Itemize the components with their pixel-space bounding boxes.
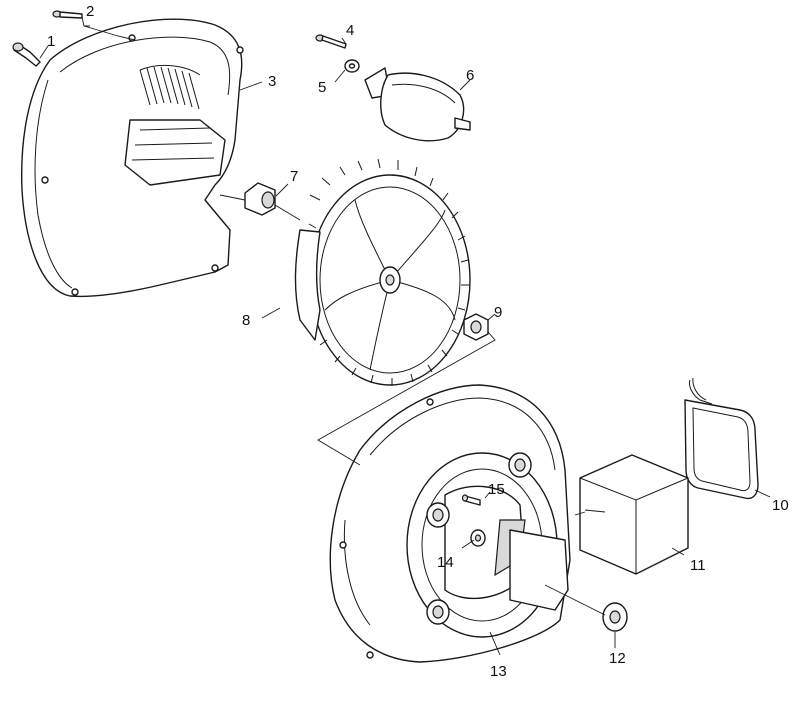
part-13-back-housing [329, 384, 571, 663]
callout-13: 13 [490, 663, 507, 680]
callout-7: 7 [290, 168, 298, 185]
part-7-nut [244, 182, 276, 216]
callout-1: 1 [47, 33, 55, 50]
callout-labels: 1 2 3 4 5 6 7 8 9 10 11 12 13 14 15 [47, 3, 789, 680]
part-15-pin [461, 494, 481, 506]
callout-15: 15 [488, 481, 505, 498]
callout-6: 6 [466, 67, 474, 84]
leader-lines [39, 16, 771, 656]
callout-2: 2 [86, 3, 94, 20]
callout-14: 14 [437, 554, 454, 571]
callout-3: 3 [268, 73, 276, 90]
part-8-impeller [294, 158, 471, 386]
part-10-gasket [684, 377, 759, 500]
part-12-nut [602, 602, 628, 632]
part-1-screw [12, 42, 41, 67]
callout-5: 5 [318, 79, 326, 96]
part-11-filter [579, 454, 689, 575]
part-9-bushing [463, 313, 489, 341]
part-4-screw [315, 34, 347, 49]
callout-11: 11 [690, 557, 706, 574]
callout-10: 10 [772, 497, 789, 514]
part-5-washer [344, 59, 360, 73]
callout-4: 4 [346, 22, 354, 39]
callout-12: 12 [609, 650, 626, 667]
callout-9: 9 [494, 304, 502, 321]
part-6-motor [364, 67, 471, 142]
part-2-screw [52, 10, 83, 19]
callout-8: 8 [242, 312, 250, 329]
part-3-blower-housing [21, 18, 244, 298]
part-14-washer [470, 529, 486, 547]
